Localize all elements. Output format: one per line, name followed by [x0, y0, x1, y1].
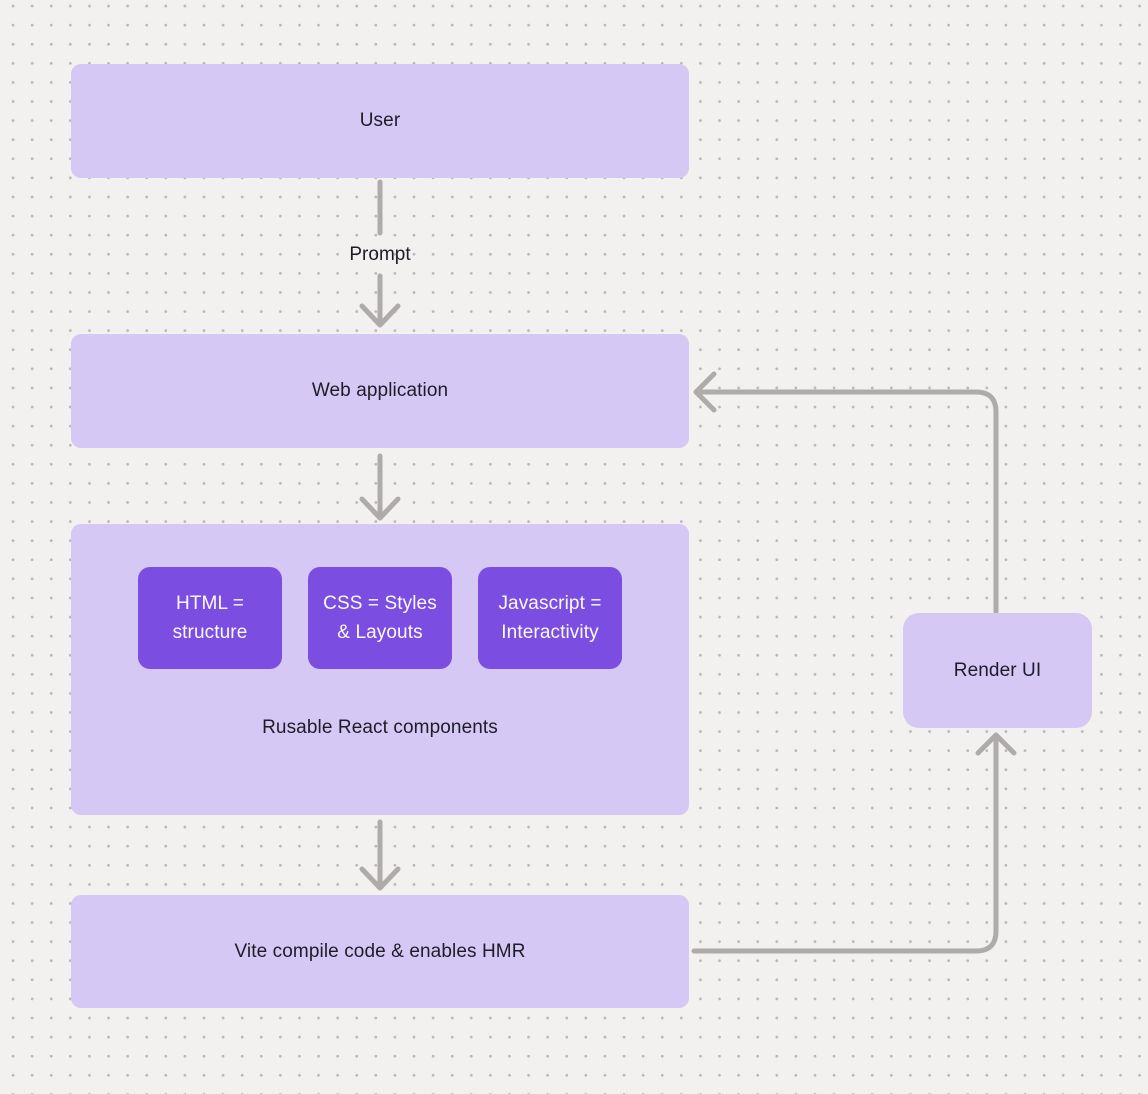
node-render-ui[interactable]: Render UI	[903, 613, 1092, 728]
arrowhead-down-icon	[359, 496, 401, 521]
node-web-application[interactable]: Web application	[71, 334, 689, 448]
edge-user-to-web-application[interactable]	[359, 179, 401, 328]
edge-components-to-vite[interactable]	[359, 819, 401, 891]
node-react-components[interactable]: HTML = structure CSS = Styles & Layouts …	[71, 524, 689, 815]
node-render-ui-label: Render UI	[953, 659, 1042, 681]
arrowhead-down-icon	[359, 866, 401, 891]
arrowhead-up-icon	[975, 732, 1017, 756]
edge-line	[691, 737, 999, 954]
node-css[interactable]: CSS = Styles & Layouts	[308, 567, 452, 669]
edge-web-application-to-components[interactable]	[359, 453, 401, 521]
arrowhead-left-icon	[693, 371, 717, 413]
components-chip-row: HTML = structure CSS = Styles & Layouts …	[71, 567, 689, 669]
node-user[interactable]: User	[71, 64, 689, 178]
node-web-application-label: Web application	[311, 380, 449, 401]
edge-line	[699, 389, 999, 615]
arrowhead-down-icon	[359, 303, 401, 328]
edge-vite-to-render-ui[interactable]	[691, 732, 1017, 954]
node-css-label: CSS = Styles & Layouts	[323, 593, 437, 643]
node-user-label: User	[359, 110, 401, 131]
node-html[interactable]: HTML = structure	[138, 567, 282, 669]
node-vite-label: Vite compile code & enables HMR	[234, 940, 526, 962]
node-javascript-label: Javascript = Interactivity	[498, 593, 602, 643]
node-vite[interactable]: Vite compile code & enables HMR	[71, 895, 689, 1008]
node-html-label: HTML = structure	[172, 593, 248, 643]
edge-render-ui-to-web-application[interactable]	[693, 371, 999, 615]
node-react-components-label: Rusable React components	[262, 717, 498, 738]
node-javascript[interactable]: Javascript = Interactivity	[478, 567, 622, 669]
edge-label-prompt[interactable]: Prompt	[349, 244, 411, 265]
